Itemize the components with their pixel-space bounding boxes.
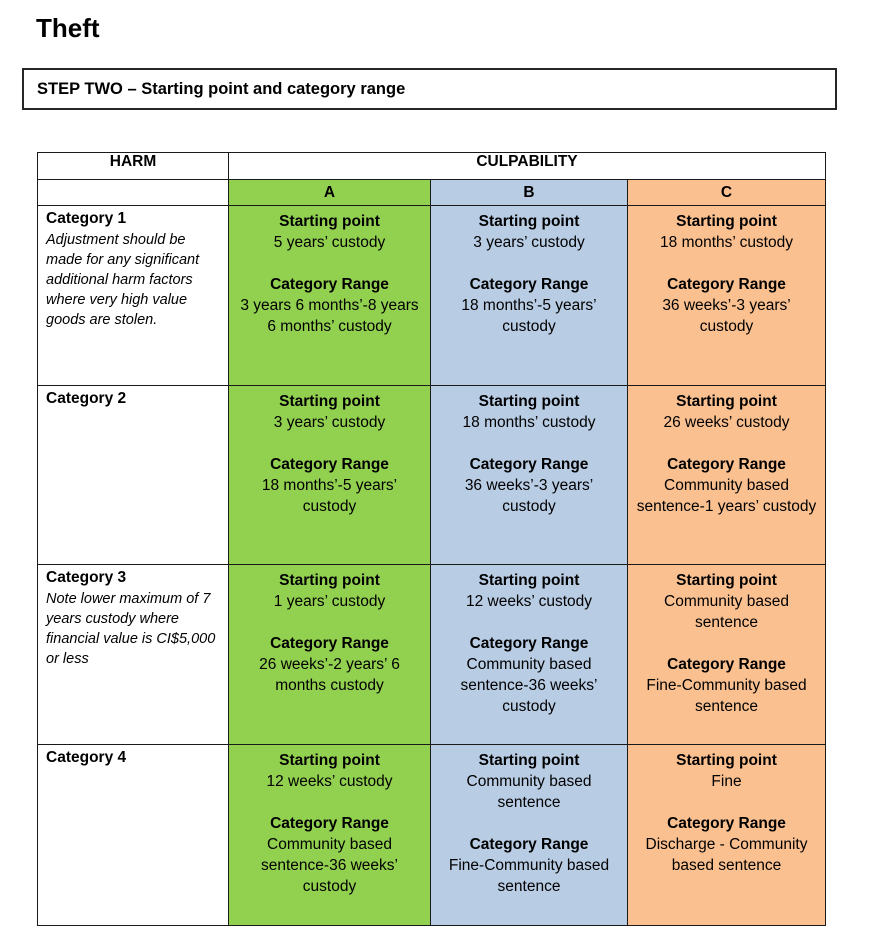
category-range-label: Category Range [469,456,589,473]
category-range-label: Category Range [270,815,389,832]
category-note: Adjustment should be made for any signif… [46,232,200,328]
cell-category3-culpability-a: Starting point 1 years’ custody Category… [228,564,431,745]
step-two-box: STEP TWO – Starting point and category r… [22,68,837,110]
header-row: HARM CULPABILITY [37,152,826,180]
starting-point-value: 1 years’ custody [273,593,386,610]
category-name: Category 1 [46,210,127,227]
category-note: Note lower maximum of 7 years custody wh… [46,591,216,667]
harm-cell-category-4: Category 4 [37,744,229,926]
category-name: Category 2 [46,390,127,407]
category-range-value: 36 weeks’-3 years’ custody [662,297,791,335]
category-range-label: Category Range [469,276,589,293]
starting-point-label: Starting point [478,572,580,589]
harm-cell-category-1: Category 1 Adjustment should be made for… [37,205,229,386]
category-range-label: Category Range [667,276,786,293]
category-range-label: Category Range [270,276,389,293]
cell-category4-culpability-b: Starting point Community based sentence … [430,744,628,926]
cell-category1-culpability-b: Starting point 3 years’ custody Category… [430,205,628,386]
table-row: Category 4 Starting point 12 weeks’ cust… [37,744,826,926]
starting-point-value: 18 months’ custody [462,414,596,431]
table-row: Category 3 Note lower maximum of 7 years… [37,564,826,745]
harm-cell-category-3: Category 3 Note lower maximum of 7 years… [37,564,229,745]
starting-point-value: 3 years’ custody [473,234,585,251]
category-range-label: Category Range [667,656,786,673]
harm-cell-category-2: Category 2 [37,385,229,565]
culpability-c-header: C [627,179,826,206]
starting-point-label: Starting point [279,393,380,410]
starting-point-value: 5 years’ custody [273,234,386,251]
category-range-value: Community based sentence-36 weeks’ custo… [460,656,598,715]
cell-category2-culpability-b: Starting point 18 months’ custody Catego… [430,385,628,565]
starting-point-label: Starting point [478,393,580,410]
starting-point-label: Starting point [478,213,580,230]
step-two-label: STEP TWO – Starting point and category r… [37,79,406,98]
cell-category2-culpability-a: Starting point 3 years’ custody Category… [228,385,431,565]
cell-category1-culpability-c: Starting point 18 months’ custody Catego… [627,205,826,386]
sentencing-table: HARM CULPABILITY A B C Category 1 Adjust… [37,152,826,926]
category-range-value: Fine-Community based sentence [646,677,807,715]
starting-point-label: Starting point [478,752,580,769]
culpability-header-cell: CULPABILITY [228,152,826,180]
page-title: Theft [36,13,100,43]
category-range-label: Category Range [469,836,589,853]
starting-point-label: Starting point [676,393,777,410]
starting-point-label: Starting point [279,572,380,589]
table-row: Category 1 Adjustment should be made for… [37,205,826,386]
starting-point-value: Fine [711,773,742,790]
starting-point-value: 12 weeks’ custody [266,773,393,790]
category-name: Category 4 [46,749,127,766]
harm-spacer-cell [37,179,229,206]
starting-point-label: Starting point [676,572,777,589]
category-range-value: 36 weeks’-3 years’ custody [464,477,594,515]
category-range-value: Discharge - Community based sentence [645,836,808,874]
cell-category3-culpability-c: Starting point Community based sentence … [627,564,826,745]
starting-point-value: Community based sentence [466,773,592,811]
cell-category1-culpability-a: Starting point 5 years’ custody Category… [228,205,431,386]
starting-point-value: 18 months’ custody [660,234,793,251]
category-range-value: 18 months’-5 years’ custody [261,477,398,515]
culpability-a-header: A [228,179,431,206]
starting-point-label: Starting point [676,752,777,769]
cell-category2-culpability-c: Starting point 26 weeks’ custody Categor… [627,385,826,565]
category-range-label: Category Range [270,635,389,652]
category-range-label: Category Range [469,635,589,652]
culpability-letter-row: A B C [37,179,826,206]
table-row: Category 2 Starting point 3 years’ custo… [37,385,826,565]
category-range-value: 26 weeks’-2 years’ 6 months custody [259,656,400,694]
culpability-b-header: B [430,179,628,206]
category-range-value: 18 months’-5 years’ custody [461,297,597,335]
starting-point-value: 3 years’ custody [273,414,386,431]
starting-point-label: Starting point [279,752,380,769]
starting-point-value: Community based sentence [664,593,789,631]
category-range-label: Category Range [667,456,786,473]
starting-point-value: 26 weeks’ custody [663,414,790,431]
category-name: Category 3 [46,569,127,586]
starting-point-label: Starting point [676,213,777,230]
harm-header-cell: HARM [37,152,229,180]
cell-category3-culpability-b: Starting point 12 weeks’ custody Categor… [430,564,628,745]
starting-point-value: 12 weeks’ custody [465,593,593,610]
cell-category4-culpability-c: Starting point Fine Category Range Disch… [627,744,826,926]
category-range-value: Community based sentence-36 weeks’ custo… [261,836,398,895]
starting-point-label: Starting point [279,213,380,230]
cell-category4-culpability-a: Starting point 12 weeks’ custody Categor… [228,744,431,926]
category-range-value: Fine-Community based sentence [448,857,610,895]
category-range-label: Category Range [270,456,389,473]
category-range-value: 3 years 6 months’-8 years 6 months’ cust… [240,297,419,335]
category-range-value: Community based sentence-1 years’ custod… [636,477,817,515]
category-range-label: Category Range [667,815,786,832]
